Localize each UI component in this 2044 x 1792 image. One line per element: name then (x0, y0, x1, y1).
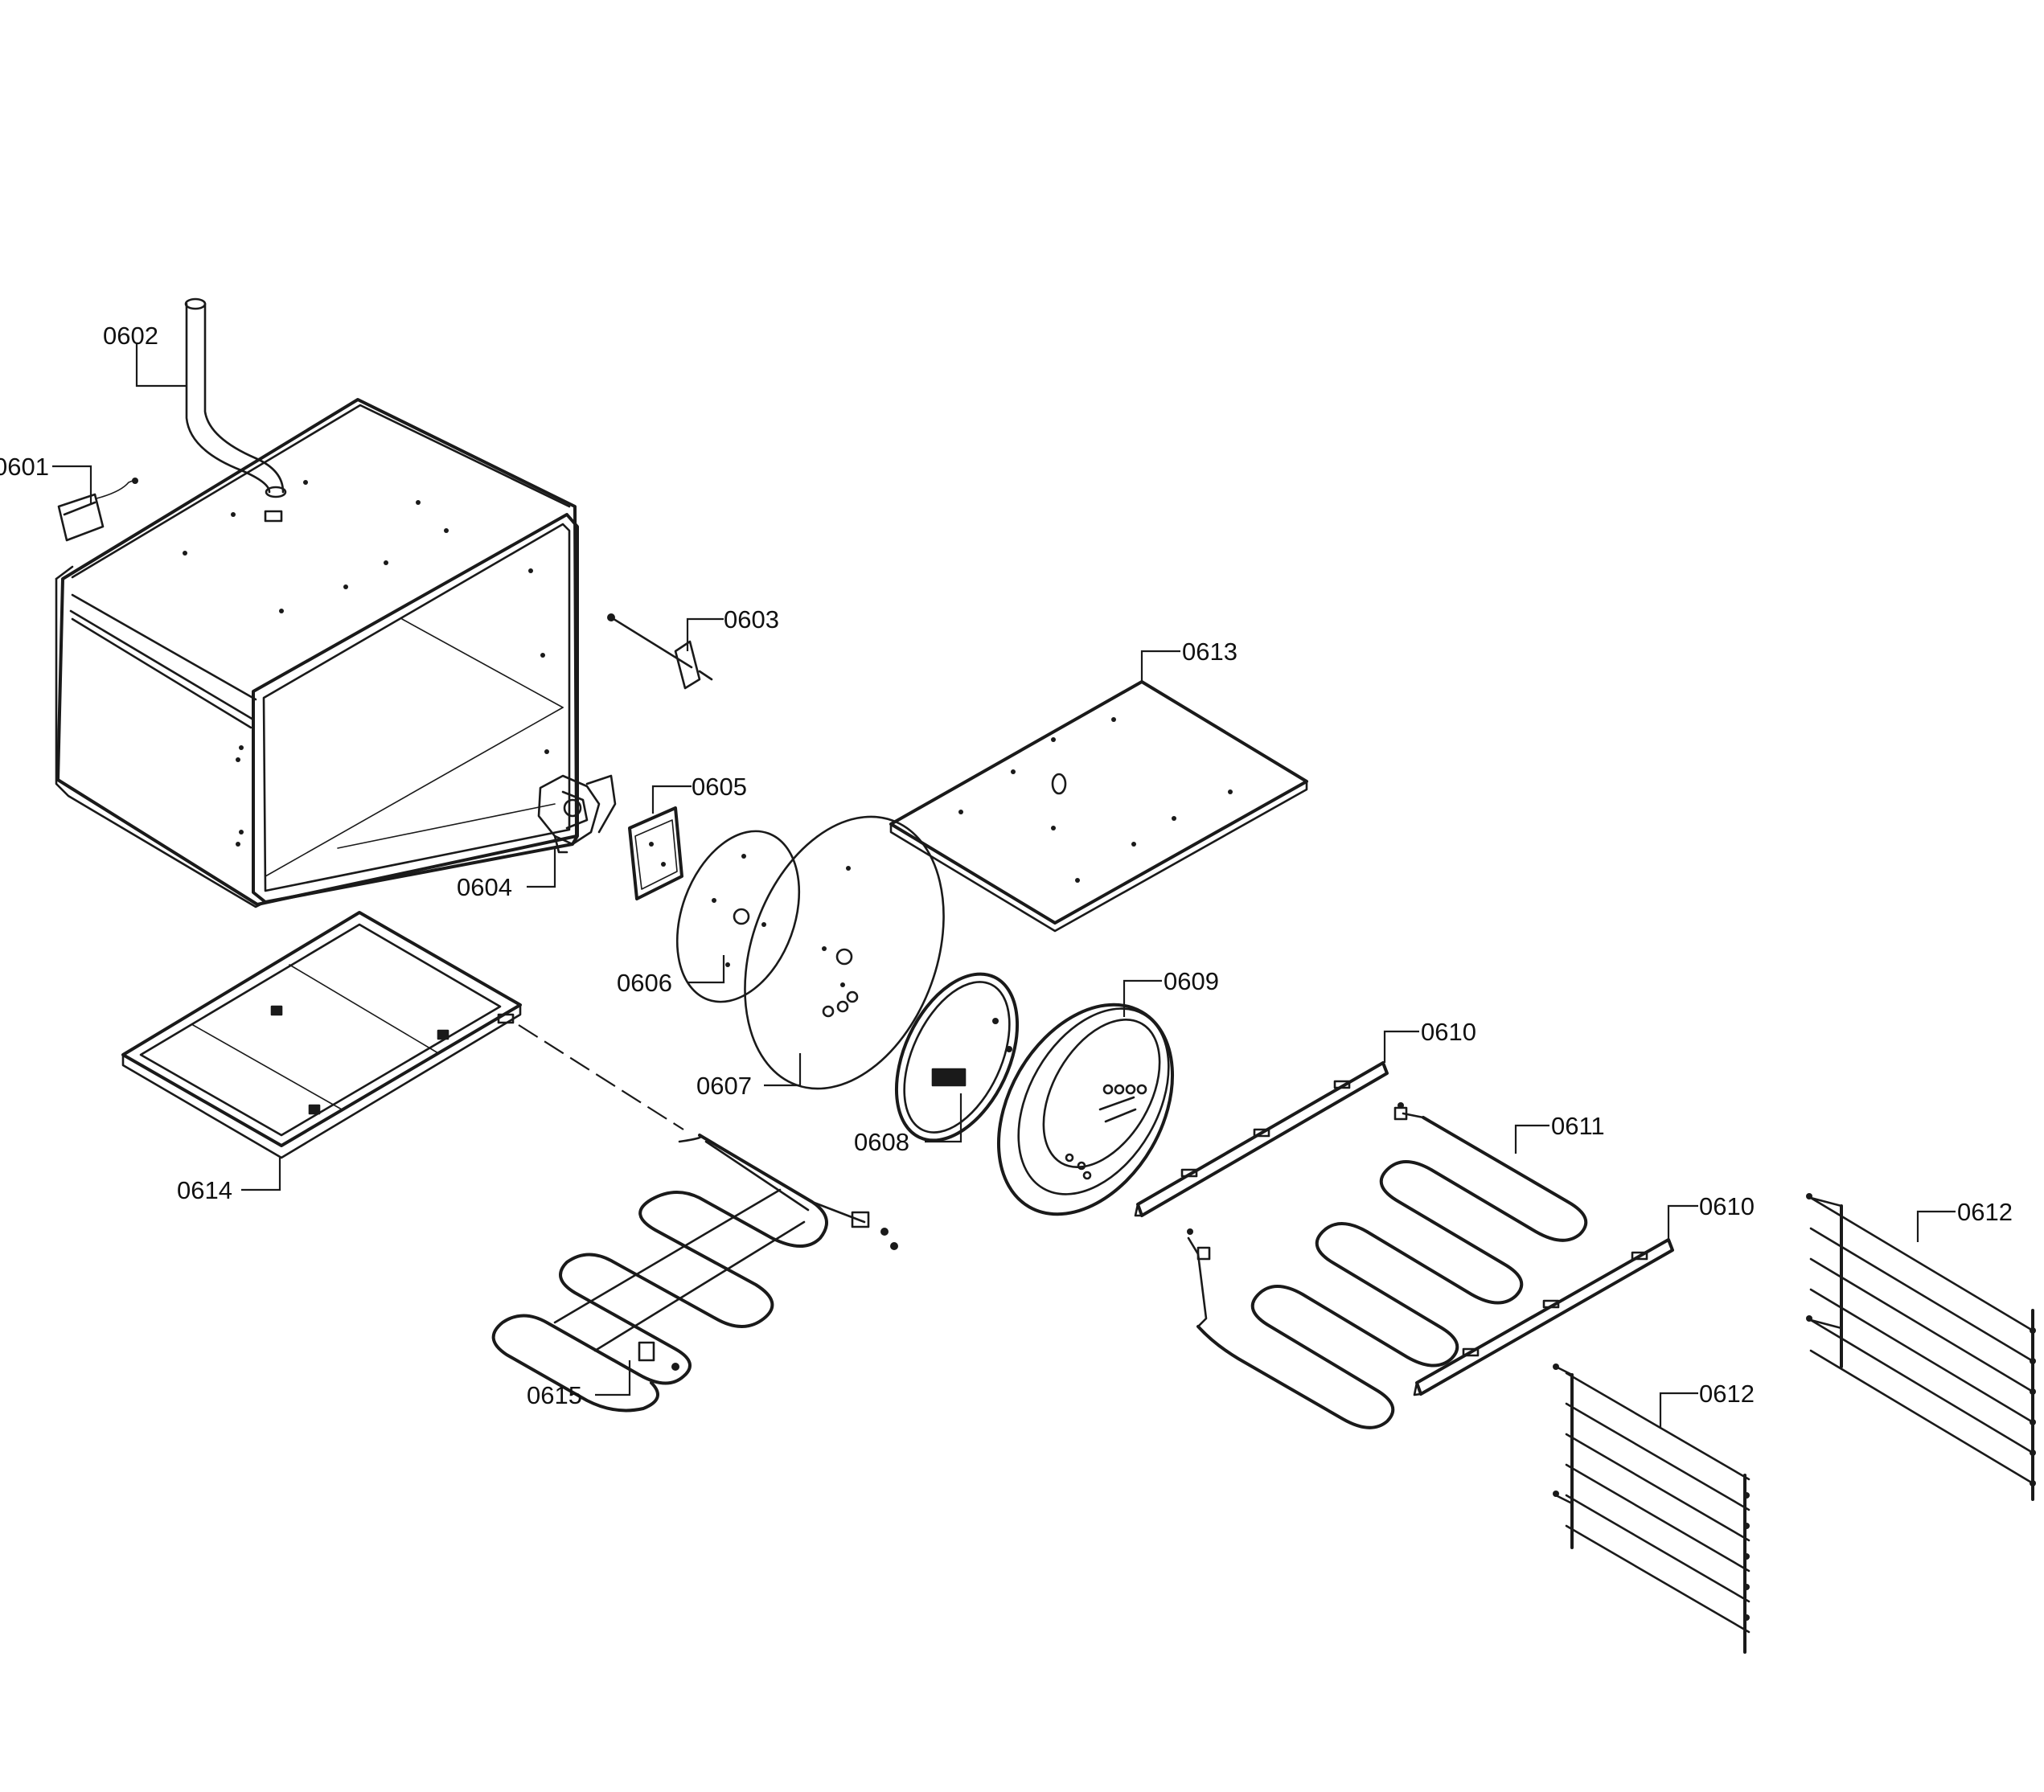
part-0612-rack-guide-upper (1806, 1193, 2036, 1501)
leader-0602 (135, 344, 187, 388)
leader-0612b (1659, 1392, 1698, 1427)
callout-0607: 0607 (696, 1072, 752, 1100)
callout-0608: 0608 (854, 1128, 909, 1156)
leader-0605 (651, 785, 692, 814)
callout-0613: 0613 (1182, 638, 1237, 666)
leader-0607 (764, 1053, 802, 1087)
part-0605-bracket (628, 806, 683, 900)
callout-0602: 0602 (103, 322, 158, 350)
part-0607-back-panel (744, 815, 945, 1090)
part-0612-rack-guide-lower (1553, 1363, 1751, 1654)
leader-0614 (241, 1158, 281, 1191)
leader-0603 (686, 617, 724, 651)
callout-0611: 0611 (1551, 1112, 1605, 1140)
callout-0615: 0615 (527, 1381, 582, 1409)
part-0603-probe (607, 613, 713, 690)
callout-labels: 0601 0602 0603 0604 0605 0606 0607 0608 … (0, 322, 2013, 1409)
leader-0606 (687, 955, 725, 984)
callout-0614: 0614 (177, 1176, 232, 1204)
callout-0601: 0601 (0, 453, 49, 481)
leader-0608 (925, 1093, 962, 1143)
leader-0601 (52, 465, 92, 505)
part-0606-fan-cover (675, 830, 801, 1003)
leader-0612a (1916, 1210, 1956, 1242)
leader-0611 (1514, 1124, 1549, 1154)
part-0610-rail-lower (1413, 1238, 1674, 1396)
part-0610-rail-upper (1134, 1061, 1389, 1217)
part-0611-broil-element (1187, 1102, 1588, 1429)
part-0615-bake-element (491, 1134, 898, 1413)
leader-0613 (1140, 650, 1180, 682)
part-0609-convection-cover (996, 1003, 1175, 1216)
callout-0612a: 0612 (1957, 1198, 2013, 1226)
leader-0609 (1123, 979, 1162, 1017)
leader-0610a (1383, 1030, 1419, 1063)
leader-0604 (527, 848, 556, 888)
callout-0612b: 0612 (1699, 1380, 1755, 1408)
callout-0603: 0603 (724, 605, 779, 634)
callout-0610b: 0610 (1699, 1192, 1755, 1220)
callout-0604: 0604 (457, 873, 512, 901)
callout-0609: 0609 (1164, 967, 1219, 995)
leader-lines (52, 344, 1956, 1427)
callout-0610a: 0610 (1421, 1018, 1476, 1046)
leader-0615 (595, 1360, 631, 1396)
leader-0610b (1667, 1204, 1698, 1240)
part-0604-fan-motor (537, 774, 617, 854)
part-0608-ring-element (894, 972, 1020, 1142)
callout-0605: 0605 (692, 773, 747, 801)
oven-cavity (55, 297, 579, 908)
part-0613-panel (889, 680, 1308, 933)
part-0614-tray (121, 911, 684, 1159)
part-0601-sensor (57, 478, 138, 542)
callout-0606: 0606 (617, 969, 672, 997)
